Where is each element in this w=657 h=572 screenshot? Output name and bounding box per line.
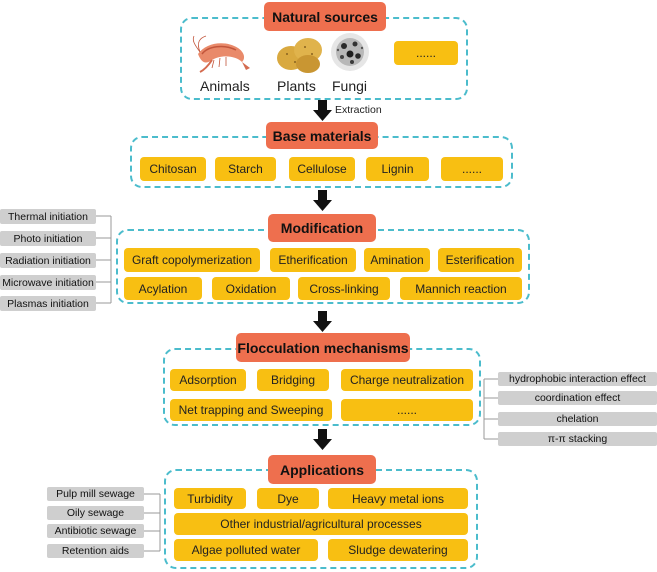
app-item-other-processes: Other industrial/agricultural processes [174, 513, 468, 535]
flocculation-header: Flocculation mechanisms [236, 333, 410, 362]
shrimp-image [192, 35, 250, 73]
floc-item-bridging: Bridging [257, 369, 329, 391]
mod-item-amination: Amination [364, 248, 430, 272]
mod-item-acylation: Acylation [124, 277, 202, 300]
modification-header: Modification [268, 214, 376, 242]
initiation-thermal: Thermal initiation [0, 209, 96, 224]
down-arrow-icon [313, 429, 332, 450]
base-item-cellulose: Cellulose [289, 157, 355, 181]
initiation-photo: Photo initiation [0, 231, 96, 246]
mod-item-mannich-reaction: Mannich reaction [400, 277, 522, 300]
floc-item-charge-neutralization: Charge neutralization [341, 369, 473, 391]
app-item-dye: Dye [257, 488, 319, 509]
down-arrow-icon [313, 100, 332, 121]
effect-pi-pi-stacking: π-π stacking [498, 432, 657, 446]
base-item-more: ...... [441, 157, 503, 181]
initiation-microwave: Microwave initiation [0, 275, 96, 290]
applications-header: Applications [268, 455, 376, 484]
app-side-oily: Oily sewage [47, 506, 144, 520]
app-item-turbidity: Turbidity [174, 488, 246, 509]
base-item-chitosan: Chitosan [140, 157, 206, 181]
mod-item-graft-copolymerization: Graft copolymerization [124, 248, 260, 272]
initiation-bracket [96, 215, 112, 304]
extraction-label: Extraction [335, 104, 382, 116]
down-arrow-icon [313, 190, 332, 211]
effects-bracket [483, 378, 498, 440]
app-item-heavy-metal-ions: Heavy metal ions [328, 488, 468, 509]
applications-bracket [144, 493, 161, 552]
potato-image [277, 38, 322, 73]
fungi-label: Fungi [332, 78, 368, 94]
fungi-image [331, 33, 369, 71]
app-side-pulp-mill: Pulp mill sewage [47, 487, 144, 501]
mod-item-esterification: Esterification [438, 248, 522, 272]
base-item-starch: Starch [215, 157, 276, 181]
floc-item-net-trapping: Net trapping and Sweeping [170, 399, 332, 421]
app-item-algae-polluted-water: Algae polluted water [174, 539, 318, 561]
effect-chelation: chelation [498, 412, 657, 426]
plants-label: Plants [277, 78, 316, 94]
app-side-antibiotic: Antibiotic sewage [47, 524, 144, 538]
initiation-plasmas: Plasmas initiation [0, 296, 96, 311]
down-arrow-icon [313, 311, 332, 332]
mod-item-etherification: Etherification [270, 248, 356, 272]
effect-hydrophobic: hydrophobic interaction effect [498, 372, 657, 386]
animals-label: Animals [200, 78, 250, 94]
base-materials-header: Base materials [266, 122, 378, 149]
base-item-lignin: Lignin [366, 157, 429, 181]
natural-sources-header: Natural sources [264, 2, 386, 31]
app-item-sludge-dewatering: Sludge dewatering [328, 539, 468, 561]
floc-item-more: ...... [341, 399, 473, 421]
floc-item-adsorption: Adsorption [170, 369, 246, 391]
initiation-radiation: Radiation initiation [0, 253, 96, 268]
mod-item-oxidation: Oxidation [212, 277, 290, 300]
natural-sources-more: ...... [394, 41, 458, 65]
mod-item-cross-linking: Cross-linking [298, 277, 390, 300]
effect-coordination: coordination effect [498, 391, 657, 405]
app-side-retention-aids: Retention aids [47, 544, 144, 558]
